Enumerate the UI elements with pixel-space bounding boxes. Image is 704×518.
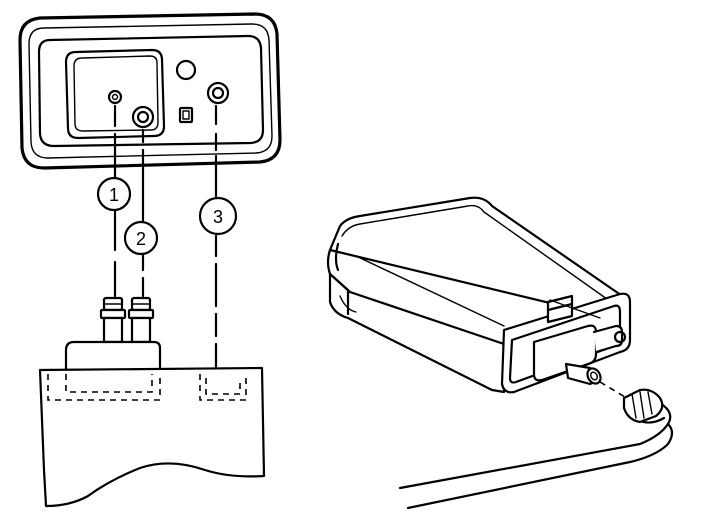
hose-connector-housing	[38, 296, 266, 508]
charcoal-canister	[326, 196, 632, 401]
port-3-icon	[206, 81, 230, 105]
callout-2-label: 2	[136, 229, 146, 249]
callout-3-label: 3	[213, 207, 223, 227]
port-2-icon	[131, 105, 155, 129]
leader-lines	[113, 104, 218, 370]
nipple-2	[127, 296, 155, 344]
callout-1: 1	[96, 176, 132, 212]
canister-port-face	[18, 12, 282, 170]
callout-1-label: 1	[109, 185, 119, 205]
port-1-icon	[107, 89, 123, 105]
vacuum-hose	[398, 388, 674, 510]
nipple-1	[99, 296, 127, 344]
callout-2: 2	[123, 220, 159, 256]
callout-3: 3	[198, 196, 238, 236]
